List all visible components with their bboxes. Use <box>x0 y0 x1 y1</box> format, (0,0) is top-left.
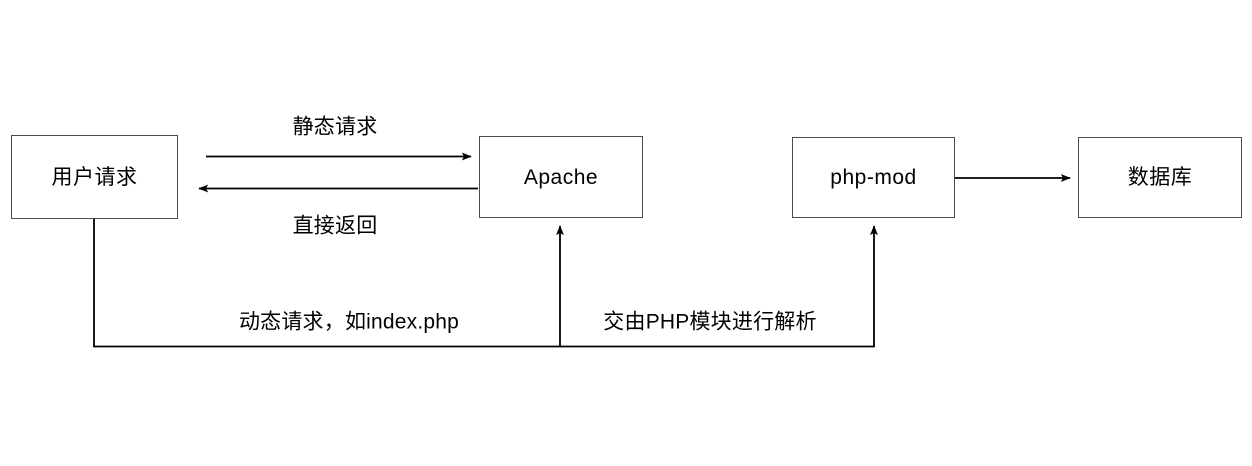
edge-label-static-request: 静态请求 <box>292 115 378 139</box>
node-php-mod-label: php-mod <box>830 166 917 189</box>
edge-label-dynamic-request: 动态请求，如index.php <box>238 310 460 334</box>
node-database-label: 数据库 <box>1127 166 1193 189</box>
edge-php-parse-line <box>560 225 878 348</box>
node-apache[interactable]: Apache <box>479 136 643 218</box>
node-user-request[interactable]: 用户请求 <box>11 135 178 219</box>
node-php-mod[interactable]: php-mod <box>792 137 955 218</box>
edge-dynamic-request-line <box>93 219 564 348</box>
node-database[interactable]: 数据库 <box>1078 137 1242 218</box>
edge-label-php-parse: 交由PHP模块进行解析 <box>603 310 817 334</box>
edge-label-direct-return: 直接返回 <box>292 214 378 238</box>
node-user-request-label: 用户请求 <box>51 165 138 189</box>
node-apache-label: Apache <box>523 165 599 189</box>
